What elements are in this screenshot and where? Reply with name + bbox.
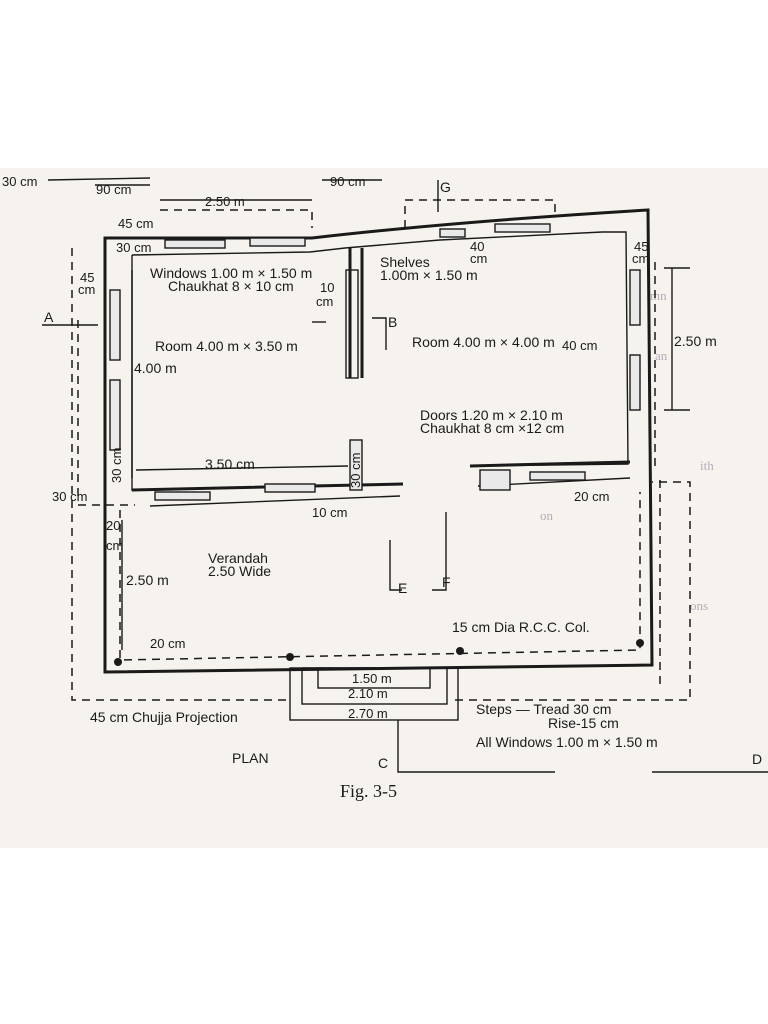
dim-right-40: 40: [470, 239, 484, 254]
dim-top-90a: 90 cm: [96, 182, 131, 197]
section-marker-g: G: [440, 179, 451, 195]
dim-verandah-250: 2.50 m: [126, 572, 169, 588]
window-front-3: [529, 471, 586, 481]
window-front-4: [479, 469, 511, 491]
dim-right-250: [664, 267, 690, 411]
window-top-2: [249, 237, 306, 247]
column-3: [456, 647, 464, 655]
svg-text:on: on: [540, 508, 554, 523]
column-4: [636, 639, 644, 647]
window-top-4: [494, 223, 551, 233]
pier: [349, 439, 363, 491]
doors-note-line1: Doors 1.20 m × 2.10 m: [420, 407, 563, 423]
dim-bottom-20cm: 20 cm: [150, 636, 185, 651]
windows-note-line2: Chaukhat 8 × 10 cm: [168, 278, 294, 294]
dim-right-45: 45: [634, 239, 648, 254]
window-front-1: [154, 491, 211, 501]
dim-right-40cm: 40 cm: [562, 338, 597, 353]
section-marker-f: F: [442, 574, 451, 590]
dim-left-45-unit: cm: [78, 282, 95, 297]
verandah-inner: [119, 492, 641, 661]
window-left-1: [109, 289, 121, 361]
dim-mid-30cm-vert: 30 cm: [348, 453, 363, 488]
svg-text:ons: ons: [690, 598, 708, 613]
dim-top-30: 30 cm: [2, 174, 37, 189]
window-top-3: [439, 228, 466, 238]
window-right-1: [629, 269, 641, 326]
steps-note-line2: Rise-15 cm: [548, 715, 619, 731]
dim-shelf-10: 10: [320, 280, 334, 295]
bleed-through: mn an ith on ons: [540, 288, 714, 613]
dim-step-270: 2.70 m: [348, 706, 388, 721]
chujja-note: 45 cm Chujja Projection: [90, 709, 238, 725]
dim-right-20cm: 20 cm: [574, 489, 609, 504]
section-marker-c: C: [378, 755, 388, 771]
dim-left-20: 20: [106, 518, 120, 533]
window-front-2: [264, 483, 316, 493]
dim-mid-350: [135, 465, 349, 471]
room-left-label: Room 4.00 m × 3.50 m: [155, 338, 298, 354]
steps-note-line1: Steps — Tread 30 cm: [476, 701, 611, 717]
window-top-1: [164, 239, 226, 249]
svg-text:ith: ith: [700, 458, 714, 473]
dim-step-210: 2.10 m: [348, 686, 388, 701]
plan-label: PLAN: [232, 750, 269, 766]
section-marker-d: D: [752, 751, 762, 767]
dim-left-400: 4.00 m: [134, 360, 177, 376]
shelf-block: [345, 269, 359, 379]
step-inner: [317, 667, 431, 689]
doors-note-line2: Chaukhat 8 cm ×12 cm: [420, 420, 564, 436]
roof-outline-right: [654, 262, 661, 690]
dim-left-30cm-vert: 30 cm: [109, 448, 124, 483]
column-note: 15 cm Dia R.C.C. Col.: [452, 619, 590, 635]
inner-wall-line: [131, 231, 629, 467]
all-windows-note: All Windows 1.00 m × 1.50 m: [476, 734, 658, 750]
dim-shelf-10-unit: cm: [316, 294, 333, 309]
verandah-label-line2: 2.50 Wide: [208, 563, 271, 579]
column-2: [286, 653, 294, 661]
door-b: [372, 317, 387, 350]
section-marker-a: A: [44, 309, 54, 325]
roof-outline-top: [160, 199, 556, 228]
section-line-c: [397, 720, 555, 773]
dim-top-45: 45 cm: [118, 216, 153, 231]
dim-left-30cm: 30 cm: [52, 489, 87, 504]
dim-top-90b: 90 cm: [330, 174, 365, 189]
window-right-2: [629, 354, 641, 411]
dim-right-250: 2.50 m: [674, 333, 717, 349]
door-swing-f: [432, 512, 447, 591]
dim-mid-350: 3.50 cm: [205, 456, 255, 472]
section-marker-e: E: [398, 580, 407, 596]
dim-right-45-unit: cm: [632, 251, 649, 266]
dim-top-250: 2.50 m: [205, 194, 245, 209]
section-marker-b: B: [388, 314, 397, 330]
outer-wall: [103, 208, 654, 674]
dim-right-40-unit: cm: [470, 251, 487, 266]
dim-wall-30: 30 cm: [116, 240, 151, 255]
windows-note-line1: Windows 1.00 m × 1.50 m: [150, 265, 312, 281]
figure-caption: Fig. 3-5: [340, 781, 397, 801]
shelves-note-line1: Shelves: [380, 254, 430, 270]
window-left-2: [109, 379, 121, 451]
dim-left-20-unit: cm: [106, 538, 123, 553]
shelves-note-line2: 1.00m × 1.50 m: [380, 267, 478, 283]
dim-top-lines: [47, 177, 382, 201]
dim-step-150: 1.50 m: [352, 671, 392, 686]
room-right-label: Room 4.00 m × 4.00 m: [412, 334, 555, 350]
dim-left-45: 45: [80, 270, 94, 285]
verandah-label-line1: Verandah: [208, 550, 268, 566]
dim-mid-10cm: 10 cm: [312, 505, 347, 520]
door-swing-e: [389, 540, 402, 591]
svg-text:an: an: [655, 348, 668, 363]
column-1: [114, 658, 122, 666]
